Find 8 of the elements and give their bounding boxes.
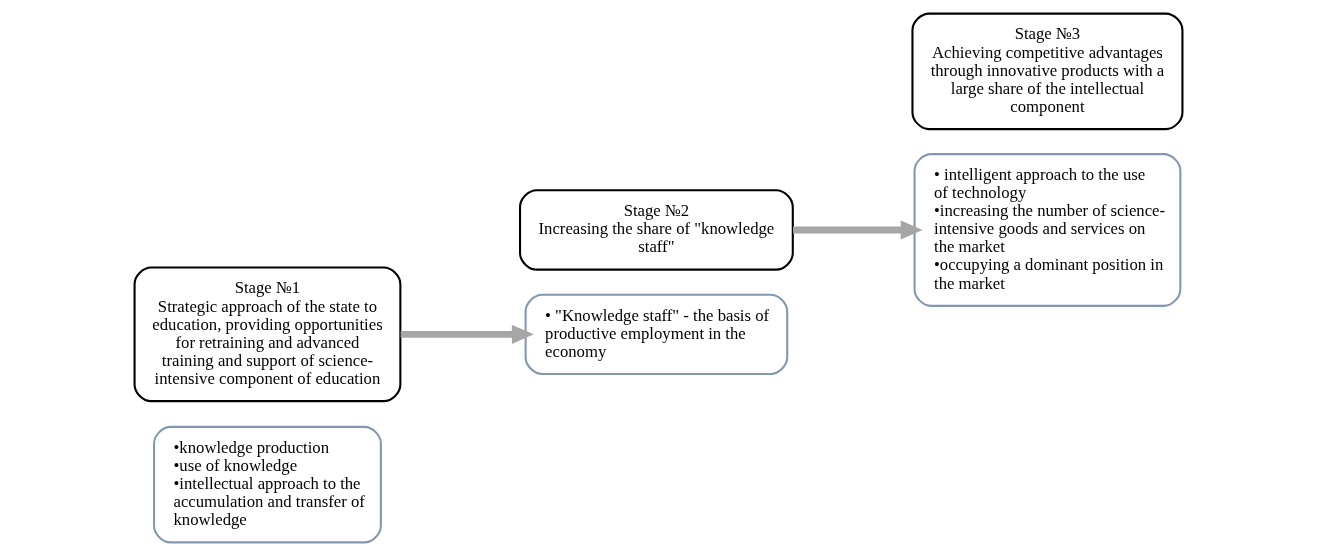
node-box: •knowledge production •use of knowledge •intellectual approach to the accumulation and transfer of knowledge [153,425,382,544]
node-box: • "Knowledge staff" - the basis of productive employment in the economy [524,293,789,376]
node-box: • intelligent approach to the use of technology •increasing the number of science-intensive goods and services on the market •occupying a dominant position in the market [913,153,1182,307]
arrow [400,324,534,344]
node-box: Stage №2 Increasing the share of "knowledge staff" [519,189,794,271]
node-box: Stage №1 Strategic approach of the state to education, providing opportunities for retraining and advanced training and support of science-intensive component of education [133,266,402,403]
arrow [793,220,923,240]
node-box: Stage №3 Achieving competitive advantages through innovative products with a large share of the intellectual component [911,12,1184,131]
